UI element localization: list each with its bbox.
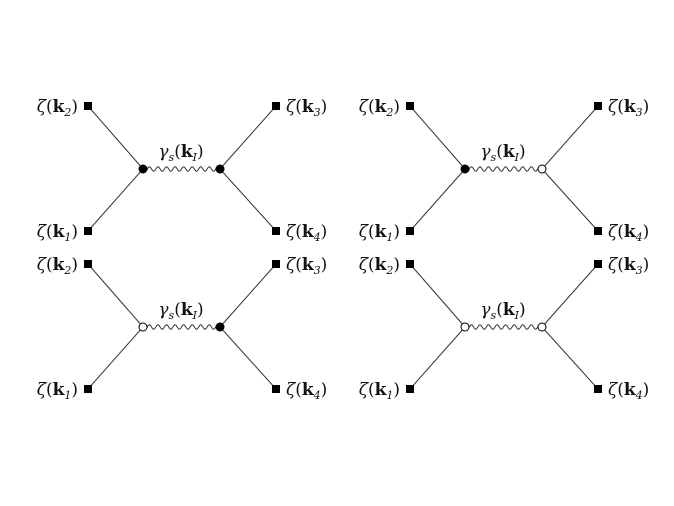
internal-propagator-wavy bbox=[464, 324, 543, 330]
external-leg-k4 bbox=[219, 168, 277, 232]
label-zeta-k4: ζ(k4) bbox=[286, 222, 327, 244]
external-point-k3 bbox=[594, 102, 602, 110]
vertex-left-open bbox=[460, 322, 470, 332]
external-leg-k4 bbox=[541, 168, 599, 232]
external-leg-k1 bbox=[87, 326, 144, 390]
label-propagator: γs(kI) bbox=[158, 300, 203, 322]
label-zeta-k3: ζ(k3) bbox=[286, 97, 327, 119]
label-zeta-k1: ζ(k1) bbox=[359, 222, 400, 244]
vertex-left-filled bbox=[460, 164, 470, 174]
external-point-k3 bbox=[272, 102, 280, 110]
external-point-k2 bbox=[84, 102, 92, 110]
external-point-k1 bbox=[406, 227, 414, 235]
external-leg-k3 bbox=[219, 105, 277, 170]
label-zeta-k4: ζ(k4) bbox=[286, 380, 327, 402]
label-zeta-k2: ζ(k2) bbox=[37, 97, 78, 119]
label-zeta-k3: ζ(k3) bbox=[608, 255, 649, 277]
external-leg-k3 bbox=[541, 263, 599, 328]
vertex-right-filled bbox=[215, 164, 225, 174]
label-propagator: γs(kI) bbox=[480, 300, 525, 322]
vertex-left-open bbox=[138, 322, 148, 332]
external-point-k3 bbox=[594, 260, 602, 268]
label-propagator: γs(kI) bbox=[480, 142, 525, 164]
external-point-k2 bbox=[406, 102, 414, 110]
label-zeta-k3: ζ(k3) bbox=[286, 255, 327, 277]
external-leg-k1 bbox=[87, 168, 144, 232]
external-point-k1 bbox=[406, 385, 414, 393]
external-point-k4 bbox=[594, 227, 602, 235]
feynman-diagram-1: ζ(k2) ζ(k1) ζ(k3) ζ(k4) γs(kI) bbox=[37, 97, 328, 244]
label-propagator: γs(kI) bbox=[158, 142, 203, 164]
external-point-k4 bbox=[594, 385, 602, 393]
external-leg-k3 bbox=[219, 263, 277, 328]
external-point-k3 bbox=[272, 260, 280, 268]
label-zeta-k1: ζ(k1) bbox=[359, 380, 400, 402]
vertex-right-filled bbox=[215, 322, 225, 332]
vertex-right-open bbox=[537, 164, 547, 174]
feynman-diagram-4: ζ(k2) ζ(k1) ζ(k3) ζ(k4) γs(kI) bbox=[359, 255, 650, 402]
label-zeta-k3: ζ(k3) bbox=[608, 97, 649, 119]
external-leg-k3 bbox=[541, 105, 599, 170]
external-point-k4 bbox=[272, 385, 280, 393]
label-zeta-k1: ζ(k1) bbox=[37, 222, 78, 244]
external-point-k4 bbox=[272, 227, 280, 235]
external-leg-k2 bbox=[409, 263, 466, 328]
internal-propagator-wavy bbox=[142, 166, 221, 172]
label-zeta-k1: ζ(k1) bbox=[37, 380, 78, 402]
external-leg-k2 bbox=[87, 263, 144, 328]
label-zeta-k4: ζ(k4) bbox=[608, 380, 649, 402]
external-point-k1 bbox=[84, 227, 92, 235]
internal-propagator-wavy bbox=[464, 166, 543, 172]
external-leg-k2 bbox=[409, 105, 466, 170]
feynman-diagram-2: ζ(k2) ζ(k1) ζ(k3) ζ(k4) γs(kI) bbox=[359, 97, 650, 244]
external-leg-k1 bbox=[409, 168, 466, 232]
vertex-right-open bbox=[537, 322, 547, 332]
external-point-k2 bbox=[406, 260, 414, 268]
internal-propagator-wavy bbox=[142, 324, 221, 330]
label-zeta-k2: ζ(k2) bbox=[359, 255, 400, 277]
external-leg-k1 bbox=[409, 326, 466, 390]
label-zeta-k2: ζ(k2) bbox=[37, 255, 78, 277]
external-leg-k2 bbox=[87, 105, 144, 170]
label-zeta-k4: ζ(k4) bbox=[608, 222, 649, 244]
label-zeta-k2: ζ(k2) bbox=[359, 97, 400, 119]
external-point-k2 bbox=[84, 260, 92, 268]
feynman-diagram-3: ζ(k2) ζ(k1) ζ(k3) ζ(k4) γs(kI) bbox=[37, 255, 328, 402]
vertex-left-filled bbox=[138, 164, 148, 174]
external-point-k1 bbox=[84, 385, 92, 393]
external-leg-k4 bbox=[219, 326, 277, 390]
external-leg-k4 bbox=[541, 326, 599, 390]
